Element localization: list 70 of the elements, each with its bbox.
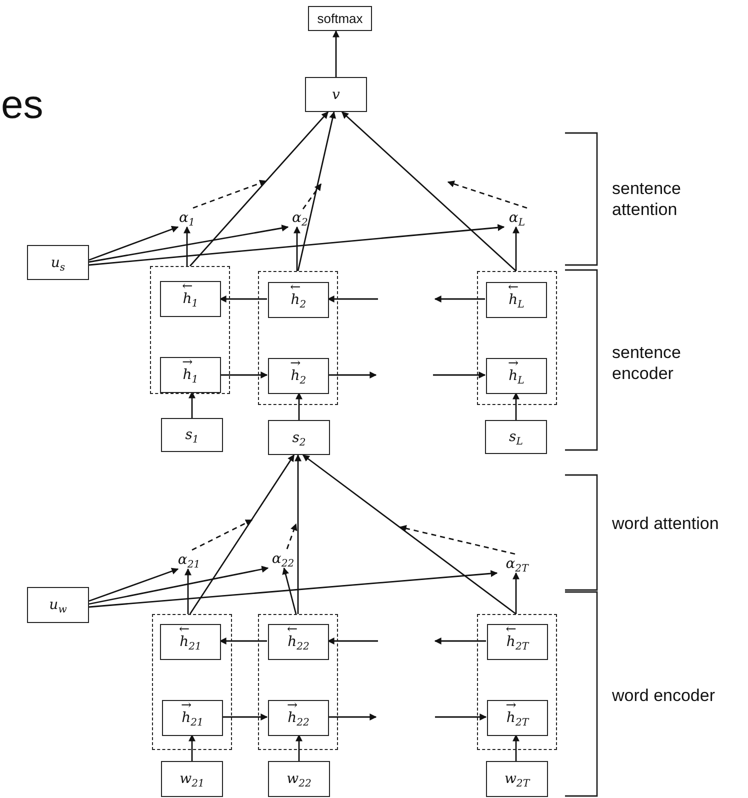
attention-weight-label: α$_{21}$ [171, 550, 207, 569]
arrow [297, 111, 336, 272]
arrow [434, 296, 485, 302]
partial-heading: es [1, 82, 44, 128]
arrow [433, 372, 486, 378]
arrow [294, 454, 302, 614]
dashed-group-frame [258, 614, 338, 750]
arrow [184, 226, 190, 266]
arrow [188, 734, 196, 761]
dashed-arrow [286, 523, 298, 550]
dashed-group-frame [150, 266, 230, 394]
arrow [294, 226, 300, 271]
arrow [302, 454, 516, 615]
arrow [512, 226, 520, 271]
input-box: s$_{L}$ [485, 420, 547, 454]
section-label: word attention [612, 513, 720, 534]
dashed-group-frame [258, 271, 338, 405]
dashed-group-frame [152, 614, 232, 750]
arrow [88, 568, 179, 602]
dashed-arrow [447, 180, 528, 209]
arrow [189, 111, 329, 266]
input-box: w$_{22}$ [268, 761, 330, 797]
softmax-layer-box: softmax [308, 6, 372, 31]
arrow [88, 566, 269, 605]
attention-weight-label: α$_{2T}$ [497, 554, 537, 573]
dashed-group-frame [477, 271, 557, 405]
attention-weight-label: α$_{22}$ [268, 549, 298, 568]
attention-weight-label: α$_{2}$ [287, 209, 313, 227]
arrow [282, 567, 297, 614]
arrow [222, 714, 268, 720]
document-vector-box: v [305, 77, 367, 112]
arrow [296, 734, 302, 761]
arrow [188, 391, 196, 418]
arrow [512, 572, 520, 614]
section-label: word encoder [612, 685, 716, 706]
input-box: w$_{2T}$ [486, 761, 548, 797]
arrow [332, 30, 340, 77]
arrow [435, 714, 487, 720]
arrow [88, 224, 505, 266]
attention-weight-label: α$_{L}$ [501, 208, 533, 227]
arrow [88, 226, 179, 261]
dashed-group-frame [477, 614, 557, 750]
section-label: sentence encoder [612, 342, 682, 384]
arrow [296, 392, 302, 420]
arrow [184, 568, 192, 614]
dashed-arrow [399, 525, 516, 555]
input-box: w$_{21}$ [161, 761, 223, 797]
dashed-arrow [302, 183, 322, 210]
attention-weight-label: α$_{1}$ [173, 208, 201, 227]
arrow [341, 111, 516, 272]
arrow [512, 734, 520, 761]
context-vector-box: u$_{s}$ [27, 245, 89, 280]
arrow [189, 454, 295, 614]
dashed-arrow [192, 519, 253, 551]
arrow [327, 638, 378, 644]
arrow [88, 224, 289, 263]
input-box: s$_{2}$ [268, 420, 330, 455]
arrow [512, 392, 520, 420]
context-vector-box: u$_{w}$ [27, 587, 89, 623]
section-label: sentence attention [612, 178, 682, 220]
arrow [88, 570, 498, 608]
arrow [328, 372, 377, 378]
arrow [327, 296, 378, 302]
input-box: s$_{1}$ [161, 418, 223, 452]
arrow [219, 638, 267, 644]
dashed-arrow [192, 180, 267, 209]
arrow [219, 296, 267, 302]
arrow [220, 372, 268, 378]
arrow [328, 714, 377, 720]
arrow [434, 638, 486, 644]
